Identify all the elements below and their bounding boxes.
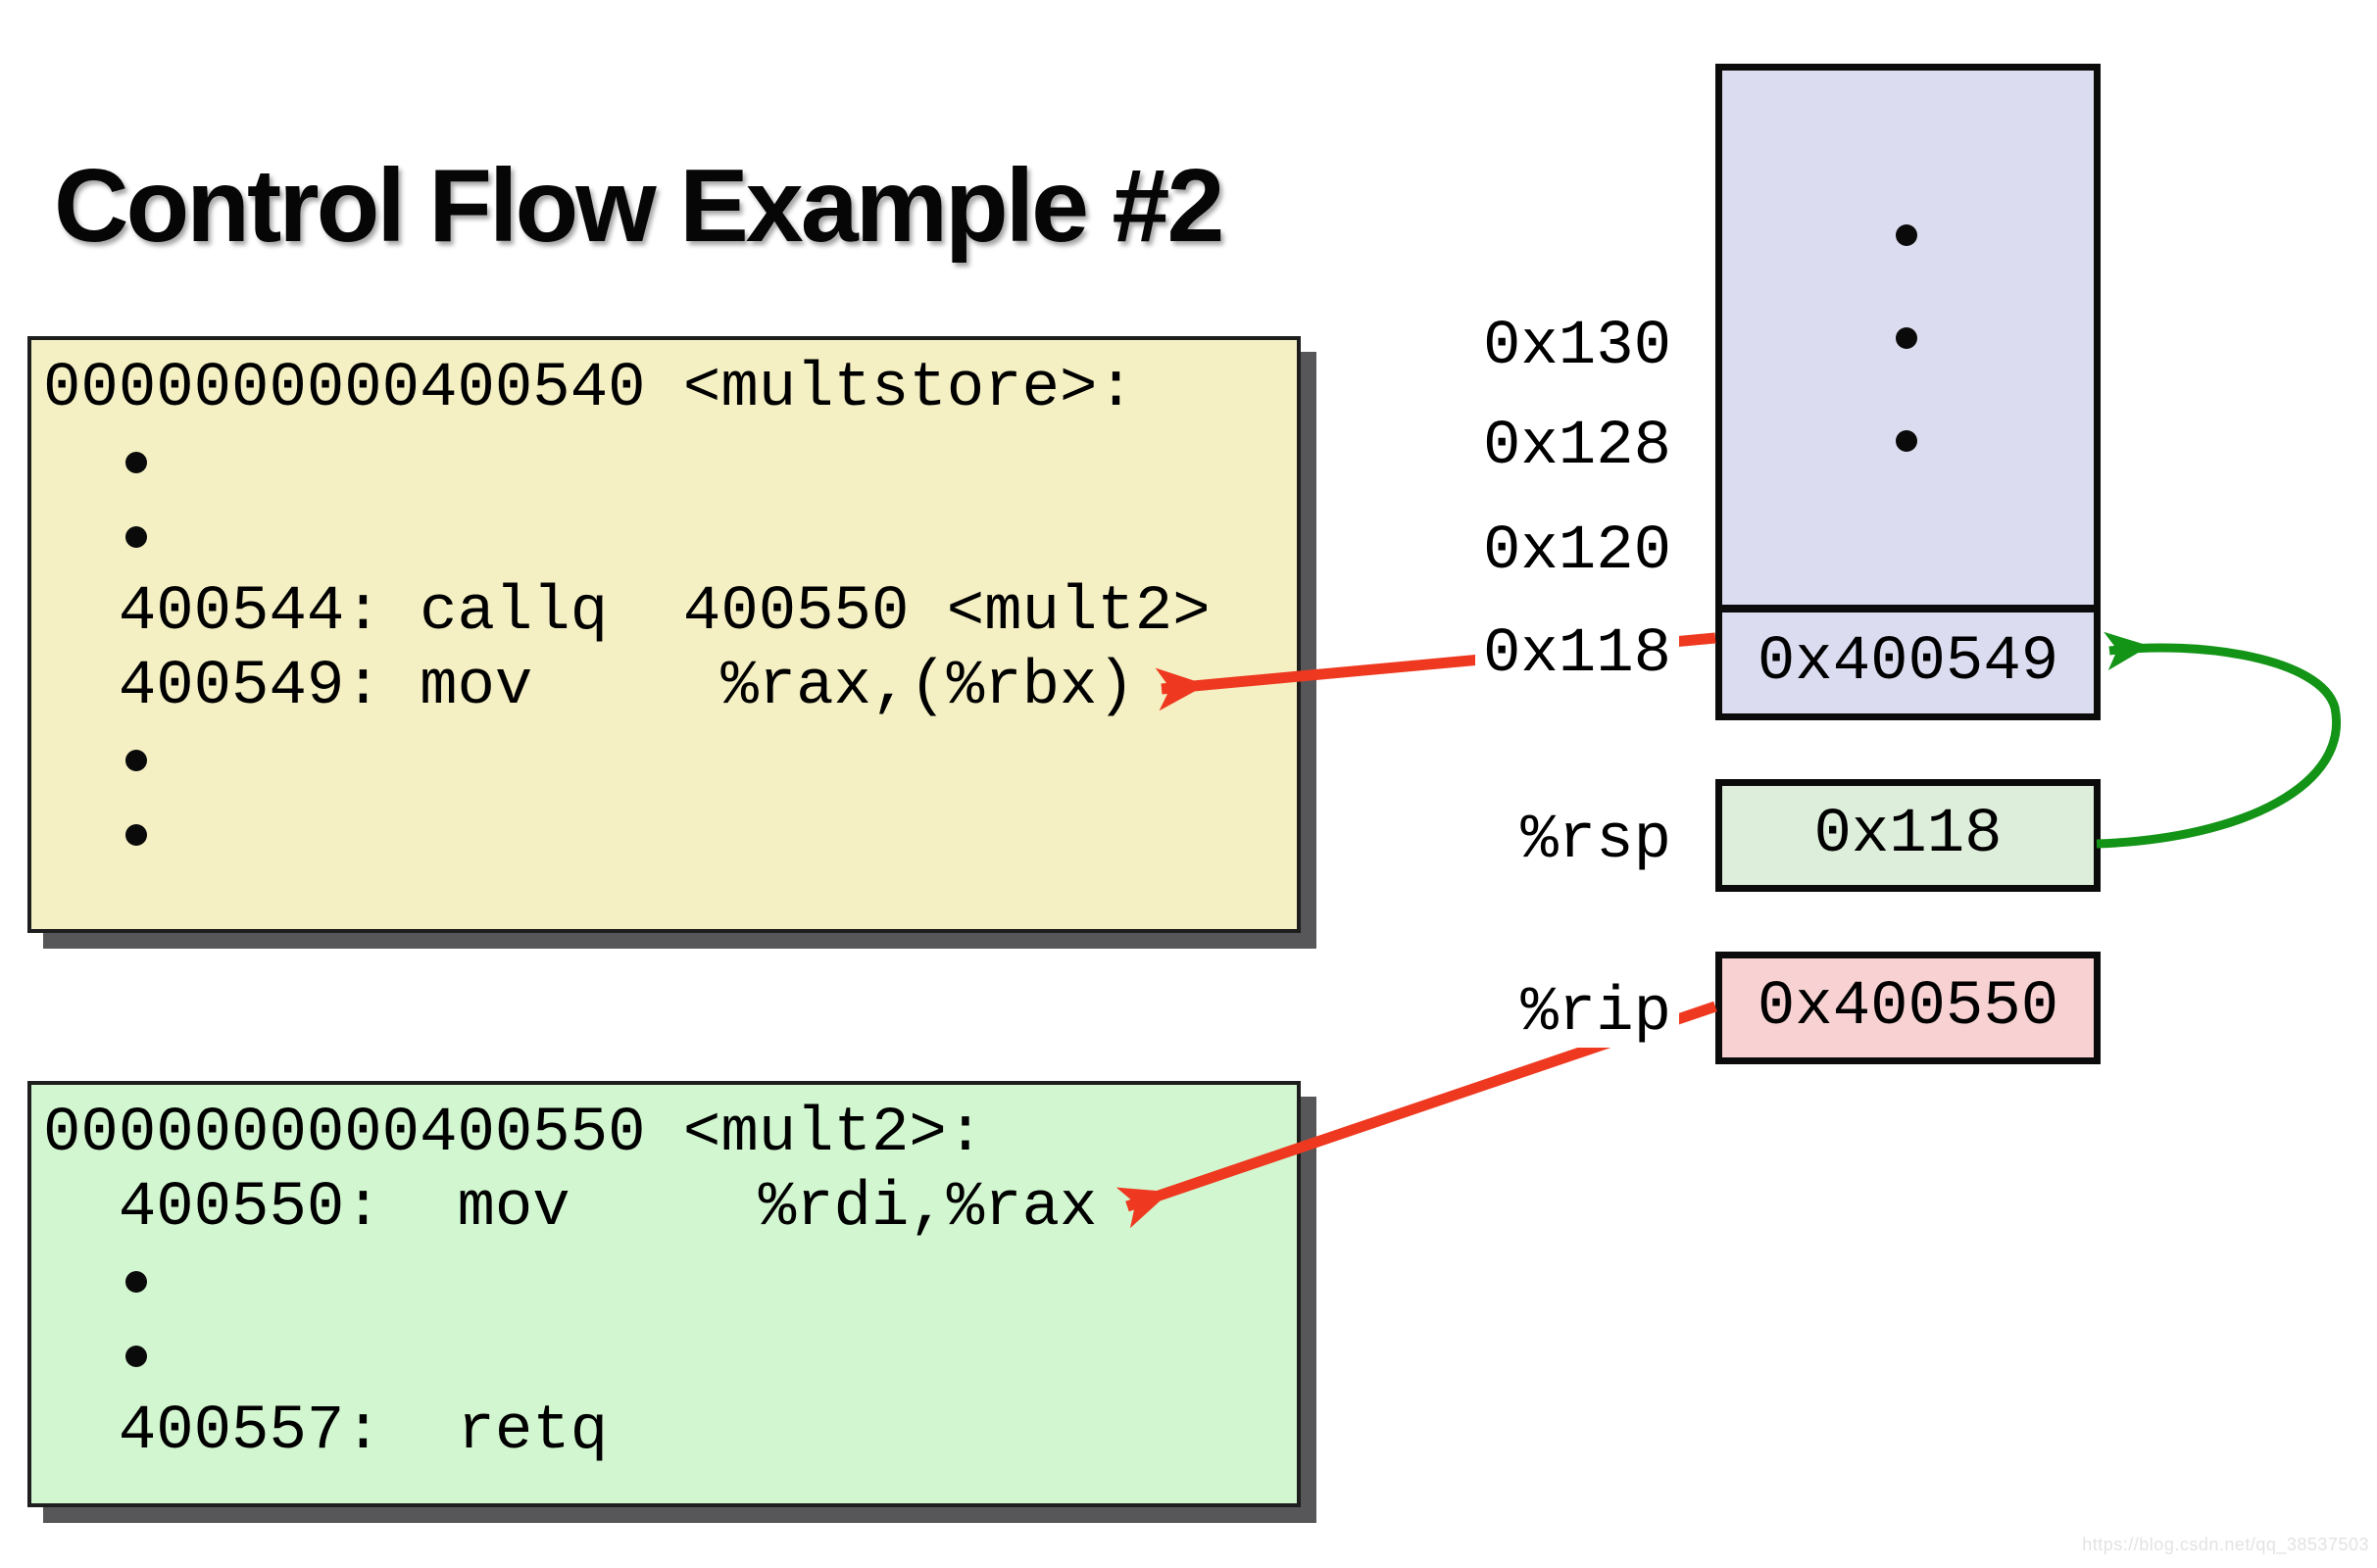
bullet-dot: [125, 750, 147, 772]
bullet-dot: [125, 1271, 147, 1294]
stack-ellipsis-dot: [1896, 224, 1917, 246]
stack-address-label-0x130: 0x130: [1474, 313, 1679, 381]
rip-register-label: %rip: [1512, 979, 1679, 1048]
rsp-register-value-box: 0x118: [1715, 779, 2101, 892]
rsp-register-label: %rsp: [1512, 807, 1679, 875]
code-ellipsis-line: [43, 426, 1297, 501]
page-title: Control Flow Example #2: [54, 148, 1224, 264]
stack-ellipsis-dot: [1896, 327, 1917, 349]
mult2-code-box: 0000000000400550 <mult2>: 400550: mov %r…: [27, 1081, 1301, 1507]
bullet-dot: [125, 1346, 147, 1368]
code-line: 0000000000400550 <mult2>:: [43, 1099, 985, 1169]
code-ellipsis-line: [43, 501, 1297, 575]
stack-address-label-0x128: 0x128: [1474, 413, 1679, 481]
code-line: 0000000000400540 <multstore>:: [43, 354, 1135, 424]
stack-address-label-0x120: 0x120: [1474, 517, 1679, 586]
bullet-dot: [125, 452, 147, 474]
multstore-code-box: 0000000000400540 <multstore>: 400544: ca…: [27, 336, 1301, 933]
rip-register-value-box: 0x400550: [1715, 952, 2101, 1064]
code-ellipsis-line: [43, 1246, 1297, 1320]
code-line: 400550: mov %rdi,%rax: [43, 1173, 1098, 1244]
code-line: 400557: retq: [43, 1396, 609, 1467]
bullet-dot: [125, 526, 147, 549]
stack-address-label-0x118: 0x118: [1474, 620, 1679, 689]
code-ellipsis-line: [43, 1320, 1297, 1395]
watermark-text: https://blog.csdn.net/qq_38537503: [2082, 1535, 2369, 1554]
stack-memory-box: 0x400549: [1715, 64, 2101, 720]
code-ellipsis-line: [43, 724, 1297, 799]
stack-cell-divider: [1722, 605, 2094, 612]
code-line: 400544: callq 400550 <mult2>: [43, 577, 1211, 648]
stack-ellipsis-dot: [1896, 430, 1917, 452]
stack-cell-return-address: 0x400549: [1757, 627, 2059, 698]
code-ellipsis-line: [43, 799, 1297, 873]
multstore-code-lines: 0000000000400540 <multstore>: 400544: ca…: [31, 340, 1297, 873]
code-line: 400549: mov %rax,(%rbx): [43, 652, 1135, 722]
mult2-code-lines: 0000000000400550 <mult2>: 400550: mov %r…: [31, 1085, 1297, 1469]
rsp-points-to-arrow: [2096, 631, 2342, 849]
bullet-dot: [125, 824, 147, 847]
